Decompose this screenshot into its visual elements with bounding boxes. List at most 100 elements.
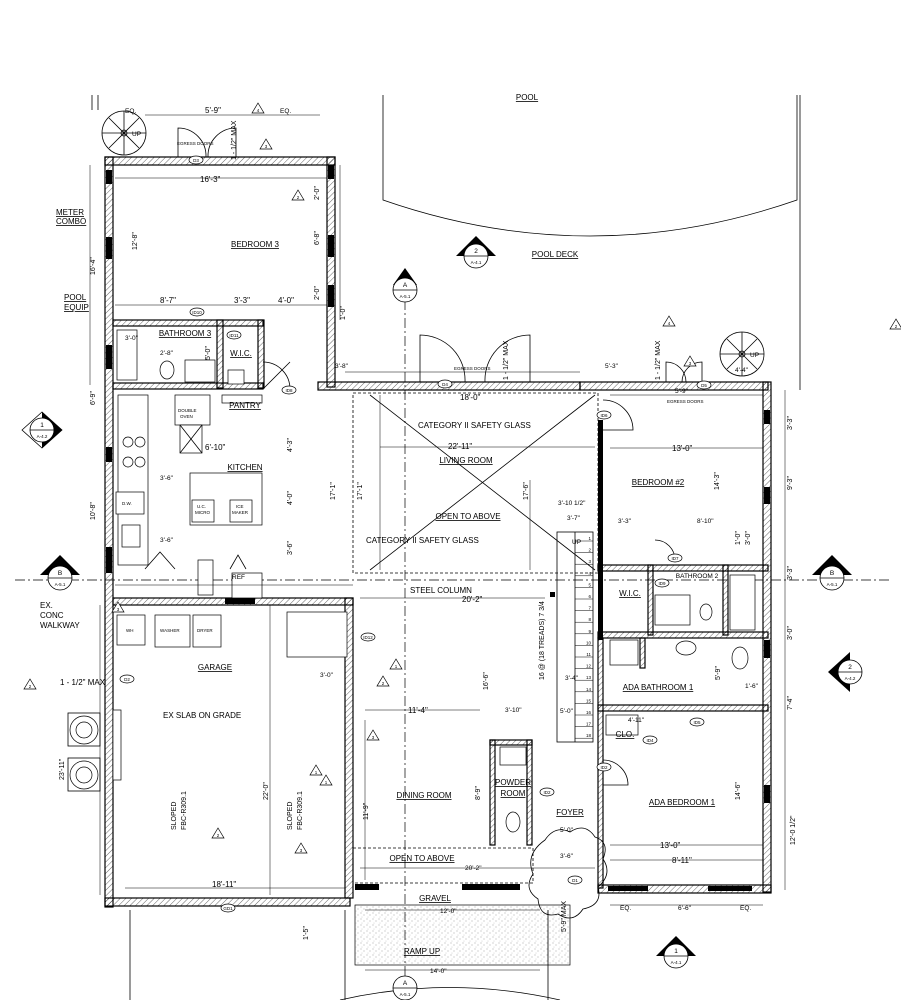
dim: 13'-0" — [660, 841, 681, 850]
egress-doors-2: EGRESS DOORS — [454, 366, 491, 371]
section-marker-a-bottom: A A-5.1 — [392, 975, 418, 1000]
svg-text:ID12: ID12 — [363, 635, 373, 640]
dim: EQ. — [620, 905, 631, 912]
dim: 17'-6" — [523, 482, 530, 500]
dim: 3'-3" — [618, 518, 632, 525]
sloped-note-2: SLOPED — [287, 802, 294, 830]
dim: 14'-6" — [735, 782, 742, 800]
dim: 7'-4" — [787, 696, 794, 710]
uc-micro-label: U.C. — [197, 504, 206, 509]
bedroom-3-label: BEDROOM 3 — [231, 240, 280, 249]
uc-micro-label-2: MICRO — [195, 510, 210, 515]
svg-text:D3: D3 — [193, 158, 199, 163]
spiral-stair-left — [101, 110, 147, 156]
svg-text:ID9: ID9 — [658, 581, 666, 586]
dim: 4'-0" — [278, 296, 294, 305]
dim: 8'-10" — [697, 518, 714, 525]
dim: 3'-10" — [505, 707, 522, 714]
section-marker-2-a41: 2 A-4.1 — [456, 236, 496, 269]
dim: 1'-0" — [735, 531, 742, 545]
dim: 3'-6" — [287, 541, 294, 555]
svg-text:D2: D2 — [124, 677, 130, 682]
stair-tread-number: 14 — [586, 687, 592, 692]
dim: 6'-8" — [314, 231, 321, 245]
stair-tread-number: 3 — [588, 559, 591, 564]
ice-maker-label: ICE — [236, 504, 244, 509]
wall-openings — [106, 165, 770, 891]
section-marker-2-a42: 2 A-4.2 — [828, 652, 863, 692]
stair-tread-number: 9 — [588, 629, 591, 634]
dim: 6'-6" — [678, 905, 692, 912]
dim: 22'-0" — [263, 782, 270, 800]
dim: 3'-6" — [160, 537, 174, 544]
pool-equip-label: POOL — [64, 293, 87, 302]
dimension-lines — [89, 114, 786, 971]
open-to-above-1: OPEN TO ABOVE — [435, 512, 500, 521]
gravel-label: GRAVEL — [419, 894, 451, 903]
up-label-right: UP — [750, 352, 759, 359]
svg-text:ID2: ID2 — [543, 790, 551, 795]
bath-fixtures — [116, 329, 756, 833]
dim: 3'-0" — [125, 335, 139, 342]
stair-tread-number: 18 — [586, 733, 592, 738]
powder-room-label: ROOM — [501, 789, 526, 798]
svg-text:1: 1 — [674, 948, 678, 955]
dim: 9'-3" — [787, 476, 794, 490]
revision-tags: 4 3 2 1 2 3 4 3 2 1 3 1 2 2 3 — [23, 102, 901, 854]
dim: 4'-3" — [287, 438, 294, 452]
egress-doors-3: EGRESS DOORS — [667, 399, 704, 404]
dim: 6'-9" — [90, 391, 97, 405]
svg-text:4: 4 — [668, 321, 671, 326]
ada-bedroom-label: ADA BEDROOM 1 — [649, 798, 716, 807]
dim: 17'-1" — [330, 482, 337, 500]
stair-tread-number: 16 — [586, 710, 592, 715]
garage-label: GARAGE — [198, 663, 232, 672]
svg-text:3: 3 — [372, 735, 375, 740]
up-label-left: UP — [132, 131, 141, 138]
interior-walls — [112, 319, 769, 889]
stair-tread-number: 13 — [586, 675, 592, 680]
section-marker-b-right: B A-5.1 — [812, 555, 852, 591]
kitchen-label: KITCHEN — [227, 463, 262, 472]
svg-text:ID7: ID7 — [671, 556, 679, 561]
dryer-label: DRYER — [197, 628, 213, 633]
svg-text:1: 1 — [40, 422, 44, 429]
pool-outline — [91, 95, 801, 390]
svg-text:A-4.2: A-4.2 — [37, 434, 48, 439]
svg-text:D4: D4 — [442, 382, 448, 387]
svg-text:GD1: GD1 — [223, 906, 233, 911]
svg-text:3: 3 — [689, 361, 692, 366]
dim: 2'-8" — [160, 350, 174, 357]
dw-label: D.W. — [122, 501, 132, 506]
svg-text:ID8: ID8 — [285, 388, 293, 393]
max-note-3: 1 - 1/2" MAX — [655, 340, 662, 380]
svg-text:2: 2 — [217, 833, 220, 838]
dim: 3'-8" — [335, 363, 349, 370]
ref-label: REF — [232, 574, 245, 581]
max-note-4: 1 - 1/2" MAX — [60, 678, 106, 687]
dim: EQ. — [125, 108, 136, 115]
svg-text:2: 2 — [29, 684, 32, 689]
svg-text:ID5: ID5 — [693, 720, 701, 725]
stair-tread-number: 6 — [588, 594, 591, 599]
dim: 3'-7" — [567, 515, 581, 522]
sloped-note-1: SLOPED — [171, 802, 178, 830]
bathroom-3-label: BATHROOM 3 — [159, 329, 212, 338]
fbc-note-1: FBC-R309.1 — [181, 791, 188, 830]
svg-text:D1: D1 — [572, 878, 578, 883]
dim: 5'-9" — [715, 666, 722, 680]
open-to-above-2: OPEN TO ABOVE — [389, 854, 454, 863]
svg-text:A-5.1: A-5.1 — [400, 992, 411, 997]
door-swings — [144, 127, 703, 786]
dim: 4'-11" — [628, 717, 645, 724]
svg-text:ID6: ID6 — [600, 413, 608, 418]
stair-tread-number: 7 — [588, 606, 591, 611]
foyer-label: FOYER — [556, 808, 584, 817]
ice-maker-label-2: MAKER — [232, 510, 249, 515]
dim: 8'-7" — [160, 296, 176, 305]
svg-text:2: 2 — [382, 681, 385, 686]
dim: 3'-0" — [787, 626, 794, 640]
svg-text:2: 2 — [474, 248, 478, 255]
svg-text:A-4.1: A-4.1 — [671, 960, 682, 965]
ex-walkway-note-3: WALKWAY — [40, 621, 80, 630]
